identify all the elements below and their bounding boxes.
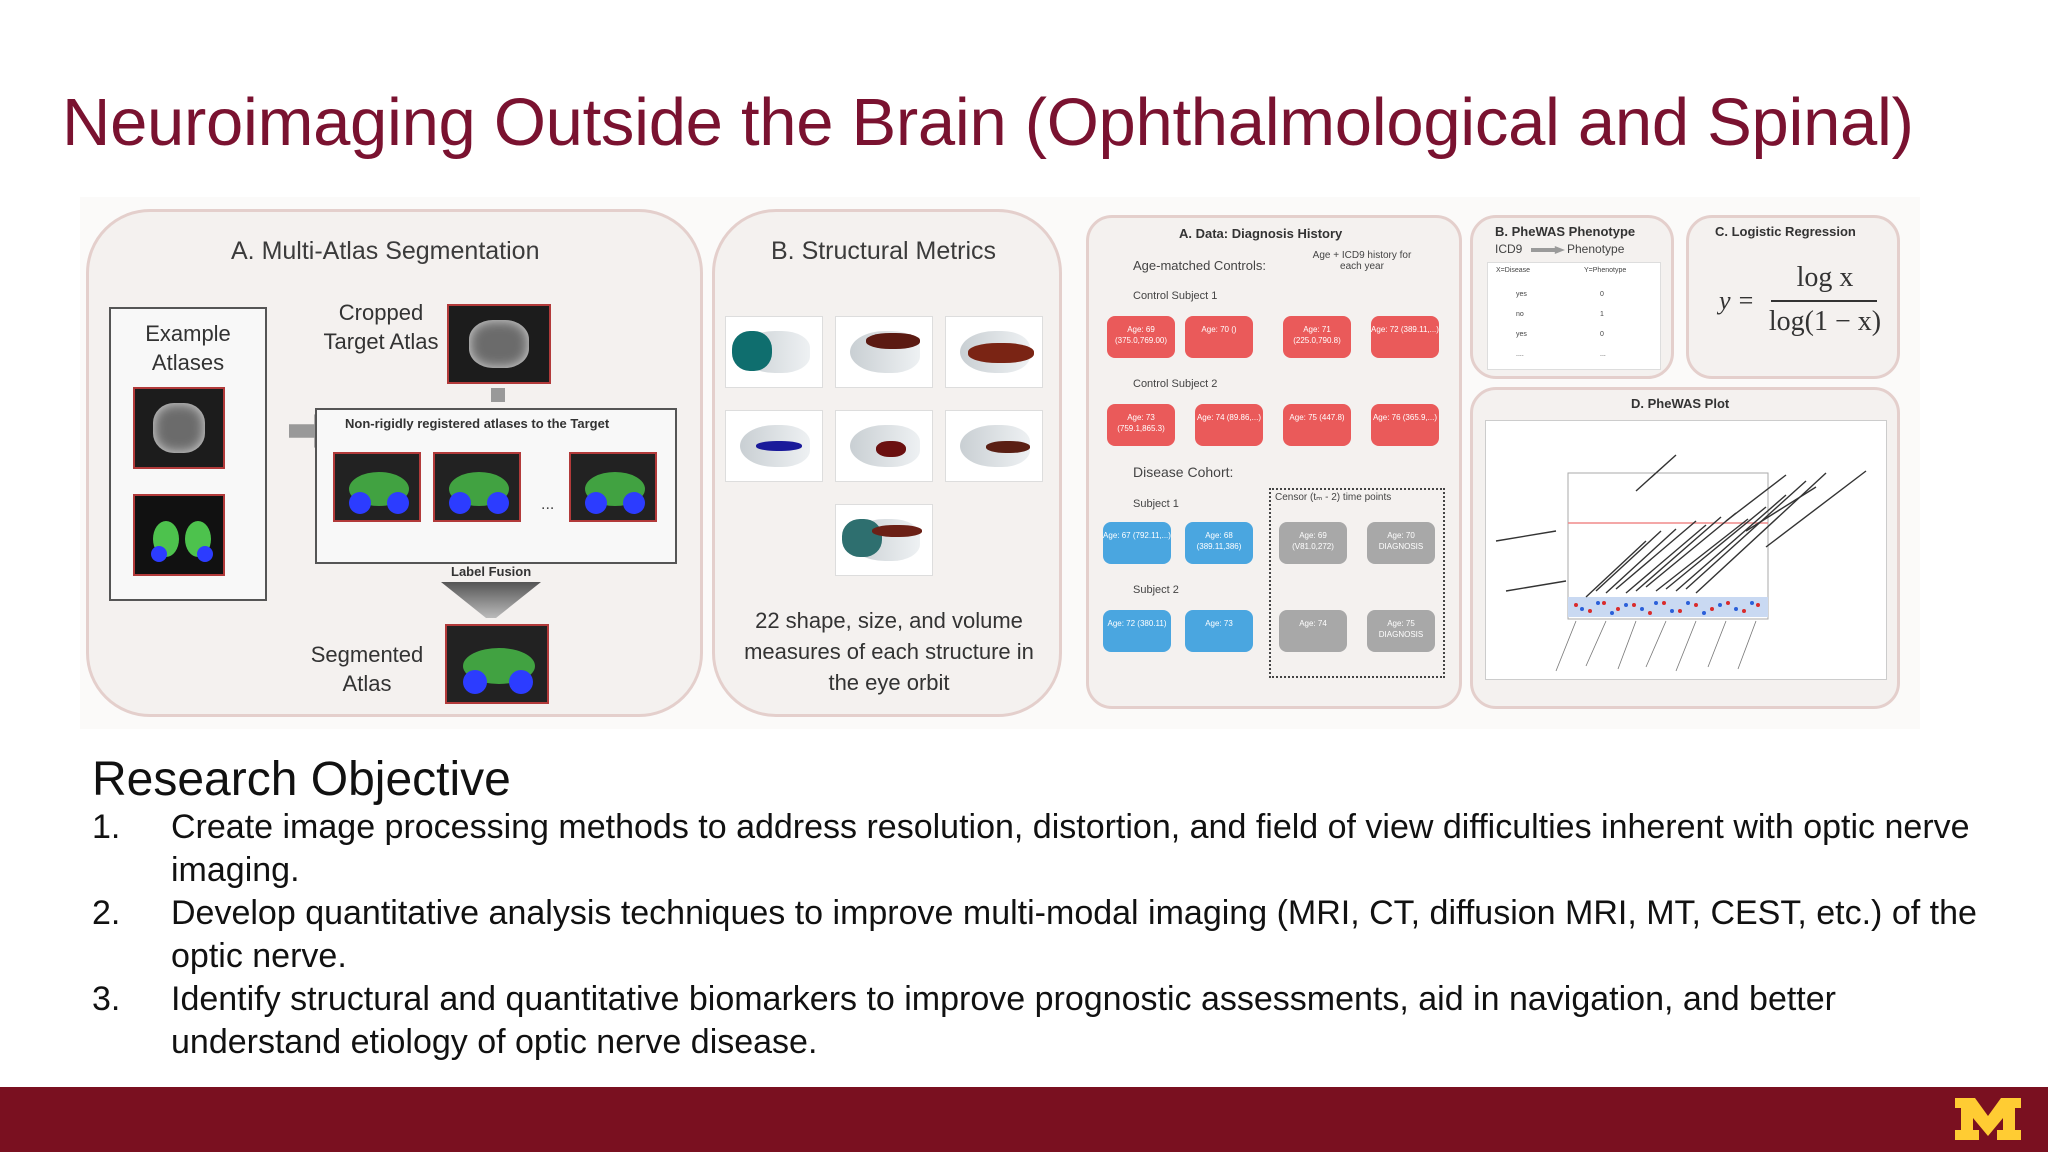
objective-item: 1. Create image processing methods to ad…: [92, 806, 1992, 892]
timeline-node: Age: 76 (365.9,...): [1371, 404, 1439, 446]
registered-atlas-n: [569, 452, 657, 522]
segmented-atlas-image: [445, 624, 549, 704]
registered-atlas-2: [433, 452, 521, 522]
table-cell: ....: [1516, 351, 1524, 358]
label-fusion-label: Label Fusion: [451, 564, 532, 579]
eye-structure-thumb: [835, 316, 933, 388]
table-header: Y=Phenotype: [1584, 267, 1627, 274]
objective-list: 1. Create image processing methods to ad…: [92, 806, 1992, 1064]
disease-cohort-label: Disease Cohort:: [1133, 464, 1234, 480]
atlas-label-image: [133, 494, 225, 576]
phewas-scatter-svg: [1495, 454, 1867, 672]
atlas-ellipsis: ...: [541, 496, 555, 513]
eye-structure-thumb: [945, 316, 1043, 388]
diagnosis-history-title: A. Data: Diagnosis History: [1179, 226, 1343, 241]
age-matched-label: Age-matched Controls:: [1133, 258, 1266, 273]
phewas-plot-title: D. PheWAS Plot: [1631, 396, 1730, 411]
timeline-node: Age: 69 (375.0,769.00): [1107, 316, 1175, 358]
objective-text: Identify structural and quantitative bio…: [171, 980, 1836, 1061]
objective-number: 1.: [92, 808, 121, 846]
age-icd9-label: Age + ICD9 history for each year: [1312, 250, 1412, 272]
example-atlases-label: Example Atlases: [145, 321, 231, 375]
control-subject-2-label: Control Subject 2: [1133, 378, 1218, 390]
structural-metrics-caption: 22 shape, size, and volume measures of e…: [744, 608, 1034, 695]
research-figure: A. Multi-Atlas Segmentation Example Atla…: [80, 197, 1920, 729]
censor-box: [1269, 488, 1445, 678]
timeline-node: Age: 72 (389.11,...): [1371, 316, 1439, 358]
multi-atlas-title: A. Multi-Atlas Segmentation: [231, 237, 540, 265]
diagnosis-history-panel: A. Data: Diagnosis History Age-matched C…: [1086, 215, 1462, 709]
eye-structure-thumb: [835, 504, 933, 576]
table-cell: 1: [1600, 311, 1604, 318]
phewas-plot-area: [1485, 420, 1887, 680]
logistic-regression-title: C. Logistic Regression: [1715, 224, 1856, 239]
equation-y: y =: [1719, 286, 1755, 315]
equation-numerator: log x: [1796, 262, 1854, 293]
slide-title: Neuroimaging Outside the Brain (Ophthalm…: [62, 85, 1914, 160]
timeline-node: Age: 71 (225.0,790.8): [1283, 316, 1351, 358]
control-subject-1-label: Control Subject 1: [1133, 290, 1218, 302]
phenotype-label: Phenotype: [1567, 242, 1625, 256]
objective-text: Develop quantitative analysis techniques…: [171, 894, 1977, 975]
censor-label: Censor (tₘ - 2) time points: [1275, 492, 1392, 503]
eye-structure-thumb: [835, 410, 933, 482]
table-cell: yes: [1516, 331, 1527, 338]
subject-1-label: Subject 1: [1133, 498, 1179, 510]
timeline-node: Age: 72 (380.11): [1103, 610, 1171, 652]
timeline-node: Age: 75 DIAGNOSIS: [1367, 610, 1435, 652]
footer-bar: [0, 1087, 2048, 1152]
table-cell: ...: [1600, 351, 1606, 358]
timeline-node: Age: 75 (447.8): [1283, 404, 1351, 446]
structural-metrics-title: B. Structural Metrics: [771, 237, 997, 265]
timeline-node: Age: 70 DIAGNOSIS: [1367, 522, 1435, 564]
timeline-node: Age: 69 (V81.0,272): [1279, 522, 1347, 564]
objective-number: 2.: [92, 894, 121, 932]
eye-structure-thumb: [725, 410, 823, 482]
timeline-node: Age: 70 (): [1185, 316, 1253, 358]
registered-atlases-box: Non-rigidly registered atlases to the Ta…: [315, 408, 677, 564]
eye-structure-thumb: [945, 410, 1043, 482]
table-cell: no: [1516, 311, 1524, 318]
example-atlases-box: Example Atlases: [109, 307, 267, 601]
funnel-icon: [441, 582, 541, 618]
phewas-phenotype-panel: B. PheWAS Phenotype ICD9 Phenotype X=Dis…: [1470, 215, 1674, 379]
objective-item: 2. Develop quantitative analysis techniq…: [92, 892, 1992, 978]
table-cell: 0: [1600, 291, 1604, 298]
subject-2-label: Subject 2: [1133, 584, 1179, 596]
arrow-icon: [1531, 246, 1565, 254]
segmented-atlas-label: Segmented Atlas: [310, 642, 424, 696]
objective-number: 3.: [92, 980, 121, 1018]
timeline-node: Age: 73 (759.1,865.3): [1107, 404, 1175, 446]
phewas-plot-panel: D. PheWAS Plot: [1470, 387, 1900, 709]
research-objective-heading: Research Objective: [92, 753, 511, 806]
timeline-node: Age: 73: [1185, 610, 1253, 652]
timeline-node: Age: 68 (389.11,386): [1185, 522, 1253, 564]
eye-structure-thumb: [725, 316, 823, 388]
logistic-regression-panel: C. Logistic Regression y = log x log(1 −…: [1686, 215, 1900, 379]
registered-atlases-label: Non-rigidly registered atlases to the Ta…: [345, 416, 610, 431]
objective-item: 3. Identify structural and quantitative …: [92, 978, 1992, 1064]
equation-denominator: log(1 − x): [1768, 306, 1882, 337]
timeline-node: Age: 67 (792.11,...): [1103, 522, 1171, 564]
registered-atlas-1: [333, 452, 421, 522]
objective-text: Create image processing methods to addre…: [171, 808, 1970, 889]
table-cell: yes: [1516, 291, 1527, 298]
table-header: X=Disease: [1496, 267, 1531, 274]
table-cell: 0: [1600, 331, 1604, 338]
phenotype-table: X=Disease Y=Phenotype yes 0 no 1 yes 0 .…: [1487, 262, 1661, 370]
timeline-node: Age: 74: [1279, 610, 1347, 652]
university-logo: [1955, 1098, 2021, 1140]
down-arrow-icon: [491, 388, 505, 402]
phewas-phenotype-title: B. PheWAS Phenotype: [1495, 224, 1636, 239]
fraction-bar: [1771, 300, 1877, 302]
icd9-label: ICD9: [1495, 242, 1523, 256]
multi-atlas-panel: A. Multi-Atlas Segmentation Example Atla…: [86, 209, 703, 717]
structural-metrics-panel: B. Structural Metrics 22 shape, size, an…: [712, 209, 1062, 717]
atlas-ct-image: [133, 387, 225, 469]
timeline-node: Age: 74 (89.86,...): [1195, 404, 1263, 446]
cropped-target-image: [447, 304, 551, 384]
cropped-target-label: Cropped Target Atlas: [323, 300, 439, 354]
